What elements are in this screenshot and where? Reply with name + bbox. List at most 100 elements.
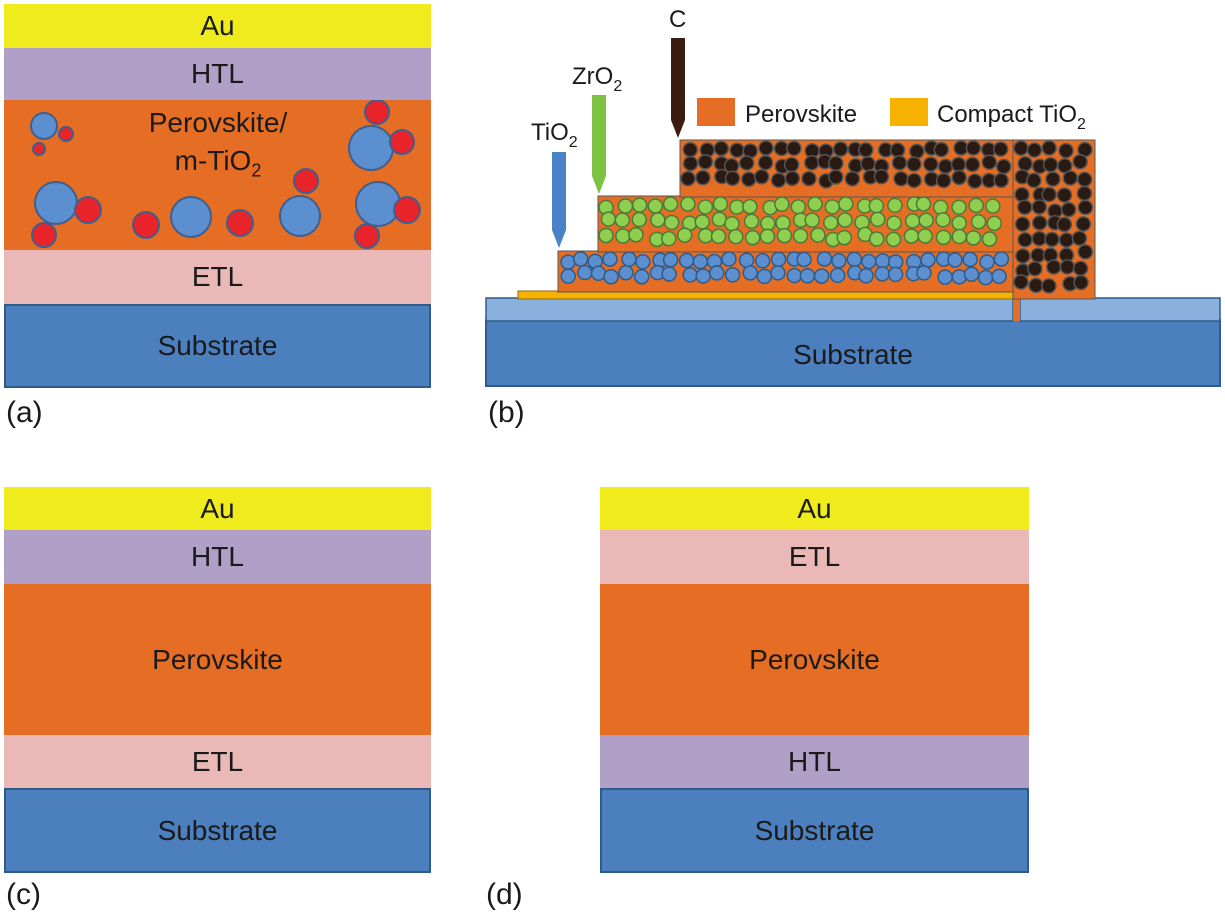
panel-b-zro2-particle	[631, 211, 647, 228]
panel-b-carbon-particle	[695, 169, 711, 186]
panel-b-tio2-particle	[920, 252, 936, 268]
panel-b-tio2-particle	[770, 251, 787, 268]
panel-b-tio2-particle	[813, 268, 830, 284]
panel-b-carbon-particle	[967, 173, 983, 189]
panel-b-substrate-label: Substrate	[793, 339, 913, 370]
panel-b-carbon-particle	[832, 141, 849, 157]
panel-b-zro2-particle	[660, 230, 677, 247]
panel-b-zro2-particle	[790, 199, 807, 215]
panel-b-zro2-particle	[697, 199, 714, 215]
panel-d-substrate-label: Substrate	[754, 814, 875, 846]
panel-b-zro2-particle	[776, 227, 793, 244]
panel-c-substrate-label: Substrate	[157, 814, 278, 846]
panel-b-zro2-particle	[868, 198, 885, 214]
panel-b-tio2-particle	[618, 264, 634, 281]
panel-b-carbon-particle	[1017, 199, 1033, 216]
panel-b-zro2-particle	[598, 227, 614, 244]
panel-b-carbon-particle	[1031, 230, 1048, 247]
panel-c-perovskite-label: Perovskite	[152, 643, 283, 675]
panel-b-carbon-particle	[950, 156, 967, 173]
panel-d-au-label: Au	[797, 492, 832, 524]
panel-d-perovskite-label: Perovskite	[749, 643, 880, 675]
panel-b-tio2-particle	[831, 252, 847, 269]
panel-b-tio2-particle	[590, 265, 607, 282]
panel-b-carbon-particle	[1071, 230, 1088, 247]
panel-b-diagram: C ZrO2 TiO2 Perovskite Compact TiO2 Subs…	[485, 6, 1221, 387]
panel-b-carbon-particle	[873, 168, 890, 185]
panel-b-zro2-particle	[775, 215, 791, 231]
panel-b-carbon-particle	[1031, 215, 1048, 231]
panel-b-zro2-particle	[986, 215, 1003, 232]
panel-b-carbon-particle	[1014, 186, 1030, 203]
panel-b-gap-fill	[1013, 298, 1020, 321]
panel-b-zro2-particle	[615, 228, 631, 244]
panel-b-carbon-particle	[1044, 231, 1060, 248]
panel-b-carbon-particle	[1026, 142, 1043, 158]
panel-b-zro2-particle	[760, 215, 776, 232]
panel-b-zro2-particle	[885, 231, 902, 248]
panel-b-zro2-particle	[915, 196, 932, 212]
panel-b-zro2-particle	[935, 212, 951, 228]
panel-b-tio2-particle	[560, 254, 576, 270]
panel-b-tio2-particle	[662, 252, 679, 268]
panel-b-carbon-particle	[951, 169, 967, 186]
panel-b-zro2-particle	[631, 197, 648, 213]
panel-b-zro2-particle	[836, 229, 853, 246]
panel-b-zro2-particle	[647, 198, 664, 214]
panel-b-carbon-particle	[1015, 248, 1031, 264]
panel-b-zro2-particle	[970, 213, 987, 230]
panel-d-substrate: Substrate	[600, 788, 1029, 873]
panel-b-tio2-particle	[861, 253, 877, 270]
panel-b-carbon-particle	[741, 171, 757, 187]
panel-b-zro2-particle	[792, 228, 809, 244]
panel-b-carbon-particle	[828, 169, 844, 185]
panel-b-zro2-particle	[759, 228, 776, 245]
panel-b-tio2-particle	[756, 268, 773, 285]
panel-b-tio2-particle	[742, 265, 759, 281]
panel-c-caption: (c)	[6, 878, 41, 911]
panel-b-carbon-particle	[1013, 274, 1029, 290]
panel-a-perovskite-particle	[32, 142, 46, 156]
panel-b-zro2-particle	[614, 212, 631, 228]
panel-b-carbon-particle	[1028, 277, 1044, 294]
panel-b-legend-compact-swatch	[890, 98, 928, 126]
panel-b-caption: (b)	[488, 396, 525, 429]
panel-b-carbon-particle	[1041, 278, 1057, 294]
panel-b-zro2-particle	[951, 199, 967, 215]
panel-b-zro2-particle	[697, 227, 714, 244]
panel-b-zro2-particle	[903, 228, 920, 244]
panel-b-carbon-particle	[738, 155, 755, 171]
panel-b-carbon-particle	[1031, 199, 1048, 215]
panel-b-carbon-particle	[889, 142, 906, 158]
panel-b-carbon-particle	[786, 140, 802, 157]
panel-b-carbon-particle	[891, 155, 908, 171]
panel-b-carbon-particle	[1013, 140, 1029, 156]
panel-b-carbon-particle	[995, 158, 1012, 175]
panel-b-carbon-particle	[1058, 142, 1074, 159]
panel-b-carbon-particle	[1058, 232, 1075, 248]
panel-a-active-line1: Perovskite/	[148, 107, 288, 138]
panel-b-carbon-label: C	[669, 6, 686, 33]
panel-b-tio2-particle	[979, 254, 995, 270]
panel-c-substrate: Substrate	[4, 788, 431, 873]
panel-b-carbon-particle	[1027, 260, 1043, 277]
panel-b-tio2-particle	[796, 251, 812, 268]
panel-b-carbon-particle	[922, 156, 939, 172]
panel-d-htl-label: HTL	[788, 745, 841, 777]
panel-b-tio2-label: TiO2	[531, 119, 578, 151]
panel-b-carbon-particle	[1041, 140, 1057, 156]
panel-b-zro2-particle	[628, 227, 644, 243]
panel-b-tio2-particle	[560, 268, 576, 284]
panel-b-tio2-particle	[858, 268, 874, 284]
panel-b-tio2-particle	[709, 265, 725, 281]
panel-b-tio2-particle	[874, 266, 891, 282]
panel-b-carbon-particle	[682, 141, 699, 158]
panel-b-tio2-particle	[993, 251, 1010, 267]
panel-b-zro2-particle	[887, 197, 903, 214]
panel-d-caption: (d)	[486, 878, 523, 911]
panel-b-carbon-particle	[992, 141, 1009, 157]
panel-b-zro2-particle	[742, 198, 758, 215]
panel-b-carbon-particle	[981, 154, 998, 170]
panel-c-au-layer: Au	[4, 487, 431, 530]
panel-a-perovskite-particle	[226, 209, 254, 237]
